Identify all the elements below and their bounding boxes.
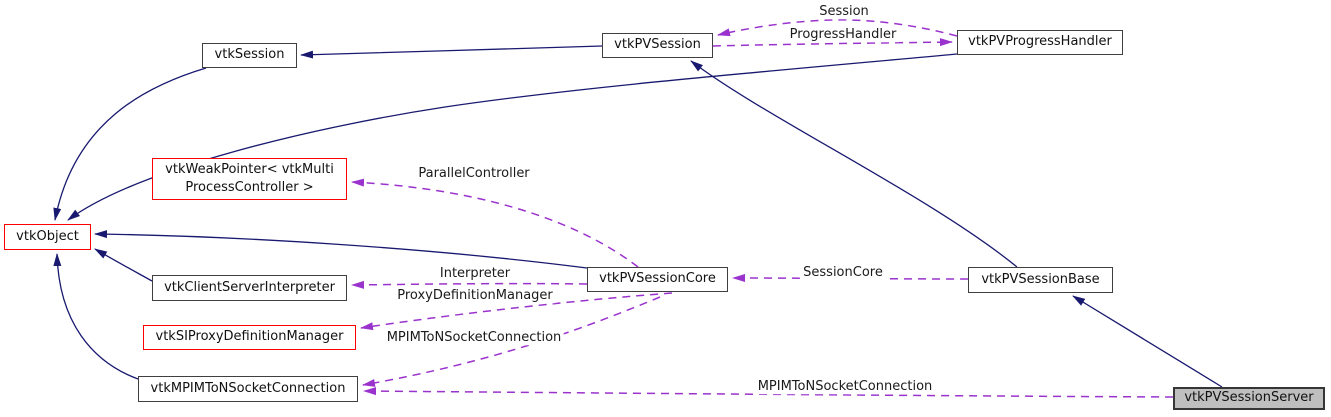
class-node-vtkMPIMToNSocketConnection[interactable]: vtkMPIMToNSocketConnection	[138, 376, 358, 402]
edge-mpim-to-object	[53, 253, 139, 380]
edge-label-use-interpreter: Interpreter	[437, 266, 513, 282]
edge-label-use-progresshandler: ProgressHandler	[787, 27, 899, 43]
edge-pvsession-to-session	[300, 45, 603, 59]
edge-label-use-proxydefinitionmanager: ProxyDefinitionManager	[395, 288, 555, 304]
edge-label-use-mpim-core: MPIMToNSocketConnection	[384, 330, 564, 346]
class-node-vtkObject[interactable]: vtkObject	[4, 224, 91, 250]
class-node-vtkPVProgressHandler[interactable]: vtkPVProgressHandler	[957, 30, 1123, 55]
edge-use-interpreter	[351, 280, 588, 289]
edge-use-session	[717, 19, 958, 37]
class-node-vtkPVSessionServer[interactable]: vtkPVSessionServer	[1173, 387, 1325, 410]
class-node-vtkClientServerInterpreter[interactable]: vtkClientServerInterpreter	[152, 275, 347, 301]
edge-label-use-sessioncore: SessionCore	[801, 265, 885, 281]
edge-label-use-session: Session	[817, 4, 871, 20]
edge-server-to-base	[1072, 295, 1223, 388]
class-node-vtkPVSessionBase[interactable]: vtkPVSessionBase	[968, 267, 1113, 293]
class-node-vtkPVSession[interactable]: vtkPVSession	[602, 33, 713, 58]
class-node-vtkPVSessionCore[interactable]: vtkPVSessionCore	[587, 267, 728, 292]
class-node-vtkSession[interactable]: vtkSession	[202, 43, 297, 68]
edge-use-progresshandler	[712, 38, 953, 47]
class-node-vtkWeakPointerMultiProcessController[interactable]: vtkWeakPointer< vtkMulti ProcessControll…	[152, 158, 347, 200]
edge-label-use-mpim-server: MPIMToNSocketConnection	[755, 379, 935, 395]
edge-session-to-object	[53, 67, 207, 221]
class-node-vtkSIProxyDefinitionManager[interactable]: vtkSIProxyDefinitionManager	[143, 325, 356, 350]
edge-label-use-parallelcontroller: ParallelController	[416, 166, 532, 182]
edge-core-to-object	[94, 230, 588, 269]
edge-base-to-pvsession	[690, 60, 1018, 268]
edge-use-sessioncore	[732, 274, 969, 283]
edge-interpreter-to-object	[94, 248, 153, 282]
edge-use-parallelcontroller	[351, 178, 639, 268]
edge-use-proxydefinitionmanager	[360, 292, 673, 331]
edge-use-mpim-server	[363, 387, 1174, 398]
